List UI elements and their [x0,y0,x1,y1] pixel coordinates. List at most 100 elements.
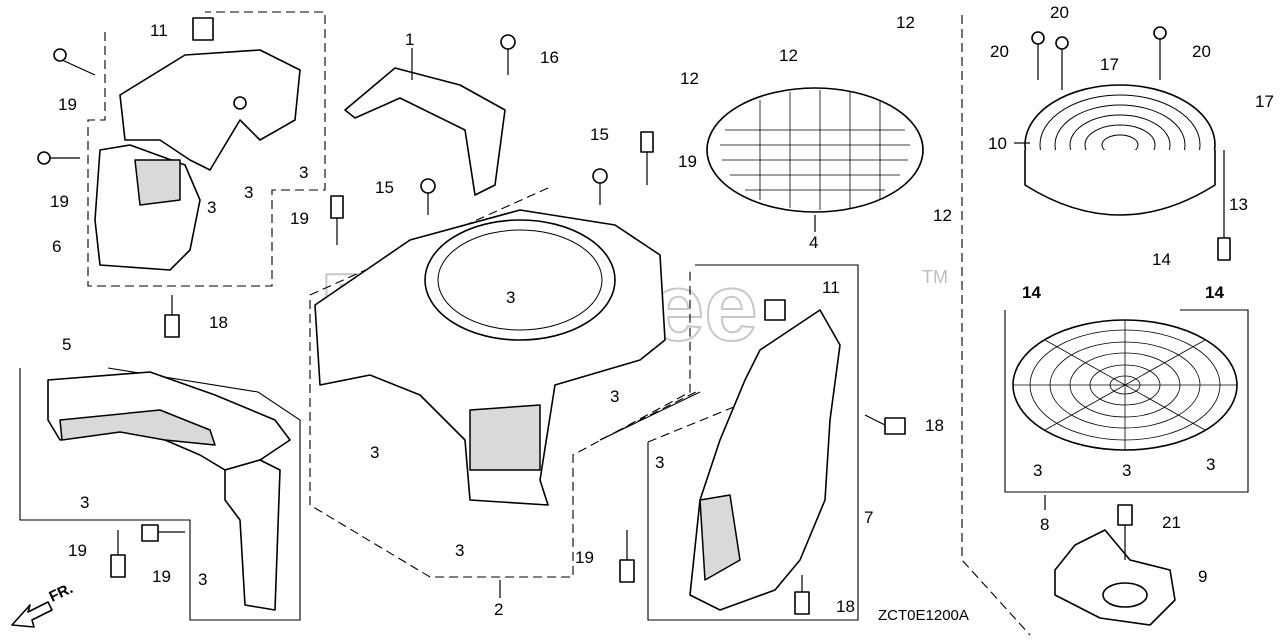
part-8-box [1004,309,1249,493]
part-7-window [699,494,741,581]
callout-3-j: 3 [655,453,664,472]
part-5-shadow [59,409,216,446]
callout-21: 21 [1162,513,1181,532]
callout-15-b: 15 [375,178,394,197]
bolt-15-b [592,168,608,205]
callout-3-g: 3 [455,541,464,560]
callout-3-h: 3 [80,493,89,512]
bolt-18-left [164,295,180,338]
callout-4: 4 [809,233,818,252]
part-2-window [469,404,541,471]
callout-18-b: 18 [925,416,944,435]
watermark-tm: TM [922,267,948,287]
part-5-baffle[interactable] [19,367,301,621]
callout-3-f: 3 [370,443,379,462]
bolt-19-bottomleft-b [141,524,185,542]
right-section-divider [961,15,1031,636]
callout-3-l: 3 [1122,461,1131,480]
bolt-20-b [1055,36,1069,90]
callout-19-f: 19 [68,541,87,560]
callout-20-c: 20 [1192,42,1211,61]
callout-18-c: 18 [836,597,855,616]
bolt-19-topleft [53,48,96,76]
callout-18-a: 18 [209,313,228,332]
callout-8: 8 [1040,515,1049,534]
bolt-20-c [1153,26,1167,80]
callout-1: 1 [405,30,414,49]
part-2-fan-shroud[interactable] [309,187,691,598]
callout-14-a: 14 [1152,250,1171,269]
callout-6: 6 [52,237,61,256]
callout-20-b: 20 [1050,3,1069,22]
callout-20-a: 20 [990,42,1009,61]
callout-14-c: 14 [1205,283,1224,302]
bolt-16 [500,34,516,75]
callout-19-c: 19 [290,209,309,228]
callout-12-c: 12 [896,13,915,32]
part-7-side-cover[interactable] [647,264,859,621]
diagram-code: ZCT0E1200A [878,607,969,624]
callout-3-a: 3 [299,163,308,182]
callout-5: 5 [62,335,71,354]
bolt-19-mid [330,195,344,245]
callout-12-d: 12 [933,206,952,225]
part-2-fan-opening [424,219,616,341]
callout-16: 16 [540,48,559,67]
callout-19-a: 19 [58,95,77,114]
fasteners [37,26,1231,615]
callout-15-a: 15 [590,125,609,144]
callout-11-a: 11 [150,21,168,40]
callout-3-c: 3 [244,183,253,202]
callout-3-m: 3 [1206,455,1215,474]
callout-19-d: 19 [678,152,697,171]
callout-19-g: 19 [152,567,171,586]
callout-3-k: 3 [1033,461,1042,480]
bolt-13 [1217,150,1231,261]
part-6-top [119,49,301,171]
part-10-fan-cover[interactable] [1014,84,1216,216]
part-10-rim [1024,150,1216,216]
callout-2: 2 [494,600,503,619]
part-2-fan-ring [437,229,603,331]
callout-3-b: 3 [207,198,216,217]
callout-3-i: 3 [198,570,207,589]
callout-7: 7 [864,508,873,527]
part-6-nut-hole [233,96,247,110]
callout-3-d: 3 [506,288,515,307]
callout-10: 10 [988,134,1007,153]
part-2-dashed-box [309,187,691,578]
clip-11-upper [192,17,214,41]
bolt-19-left [37,151,80,165]
part-1-deflector[interactable] [344,48,506,196]
part-4-screen[interactable] [706,87,924,232]
bolt-19-bottomleft-a [110,530,126,578]
callout-11-b: 11 [822,278,840,297]
callout-3-e: 3 [610,387,619,406]
callout-14-b: 14 [1022,283,1041,302]
part-7-box [647,264,859,621]
clip-11-lower [764,299,786,321]
part-8-grille[interactable] [1004,309,1249,510]
callout-17-a: 17 [1100,55,1119,74]
part-1-body [344,67,506,196]
callout-labels: 1 2 3 3 3 3 3 3 3 3 3 3 3 3 3 3 4 5 6 7 … [50,3,1274,619]
part-5-box [19,367,301,621]
part-4-disc [706,87,924,213]
part-4-mesh [720,90,910,210]
callout-9: 9 [1198,567,1207,586]
bolt-18-right [864,414,906,435]
callout-19-b: 19 [50,192,69,211]
bolt-18-bottom [794,575,810,615]
part-6-shroud-cover[interactable] [87,11,326,287]
bolt-15-a [420,178,436,215]
part-9-body [1054,529,1176,626]
part-9-bracket[interactable] [1054,529,1176,626]
bolt-19-center [640,131,654,185]
callout-12-a: 12 [680,69,699,88]
callout-17-b: 17 [1255,92,1274,111]
part-6-dashed-box [87,11,326,287]
callout-13: 13 [1229,195,1248,214]
part-8-mesh [1013,320,1237,450]
